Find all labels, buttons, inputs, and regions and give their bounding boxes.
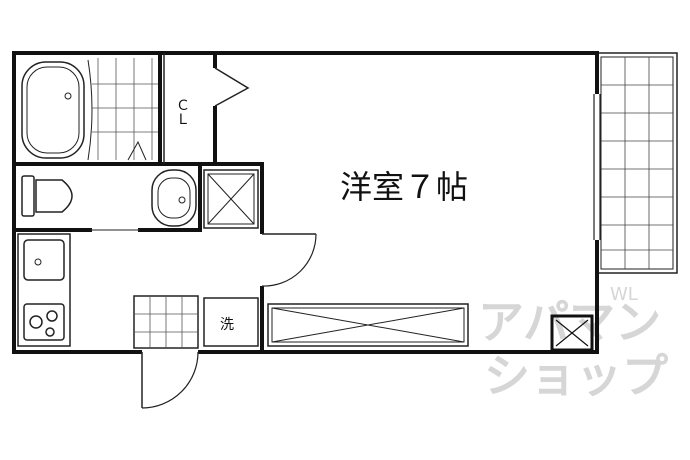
washbasin-drain bbox=[178, 196, 186, 204]
balcony-outline bbox=[596, 52, 678, 274]
balcony-window bbox=[593, 94, 601, 240]
bathtub-drain bbox=[64, 92, 72, 100]
watermark-logo: アパマン ショップ WL bbox=[478, 284, 668, 403]
bath-curtain bbox=[87, 59, 93, 161]
toilet-area bbox=[21, 169, 197, 231]
interior-walls bbox=[12, 51, 264, 354]
bathroom bbox=[21, 58, 158, 161]
corner-storage bbox=[550, 314, 594, 352]
bathtub bbox=[21, 61, 85, 159]
balcony-inner bbox=[600, 56, 674, 270]
storage-box bbox=[203, 169, 259, 229]
bottom-storage bbox=[267, 303, 469, 347]
watermark-line-2: ショップ bbox=[484, 349, 668, 403]
outer-walls bbox=[12, 51, 599, 354]
closet-door-swing bbox=[214, 67, 250, 107]
bath-floor-tiles bbox=[92, 58, 158, 160]
toilet-bowl bbox=[35, 179, 73, 213]
closet: ＣＬ bbox=[163, 53, 250, 164]
room-door bbox=[259, 233, 317, 287]
balcony bbox=[596, 52, 678, 274]
washer-space: 洗 bbox=[203, 297, 259, 347]
entry-door-swing bbox=[141, 351, 199, 409]
laundry-label: 洗 bbox=[220, 317, 234, 333]
balcony-tiles bbox=[601, 57, 673, 269]
kitchen-counter bbox=[17, 233, 71, 347]
stove-icon bbox=[23, 303, 65, 341]
western-room-label: 洋室７帖 bbox=[340, 168, 468, 206]
entrance bbox=[133, 295, 199, 409]
western-room: 洋室７帖 bbox=[340, 168, 468, 206]
room-door-swing bbox=[261, 233, 317, 287]
entrance-floor-tiles bbox=[134, 296, 198, 348]
washbasin bbox=[151, 169, 197, 227]
washbasin-inner bbox=[157, 177, 191, 219]
watermark-wl: WL bbox=[610, 284, 638, 305]
watermark-line-1: アパマン bbox=[478, 295, 661, 349]
closet-label: ＣＬ bbox=[174, 98, 190, 126]
kitchen-sink bbox=[23, 239, 65, 281]
toilet-tank bbox=[21, 175, 35, 217]
kitchen bbox=[17, 233, 71, 347]
bathtub-inner bbox=[26, 66, 80, 154]
bath-door-mark bbox=[127, 140, 147, 161]
kitchen-sink-drain bbox=[34, 258, 42, 266]
